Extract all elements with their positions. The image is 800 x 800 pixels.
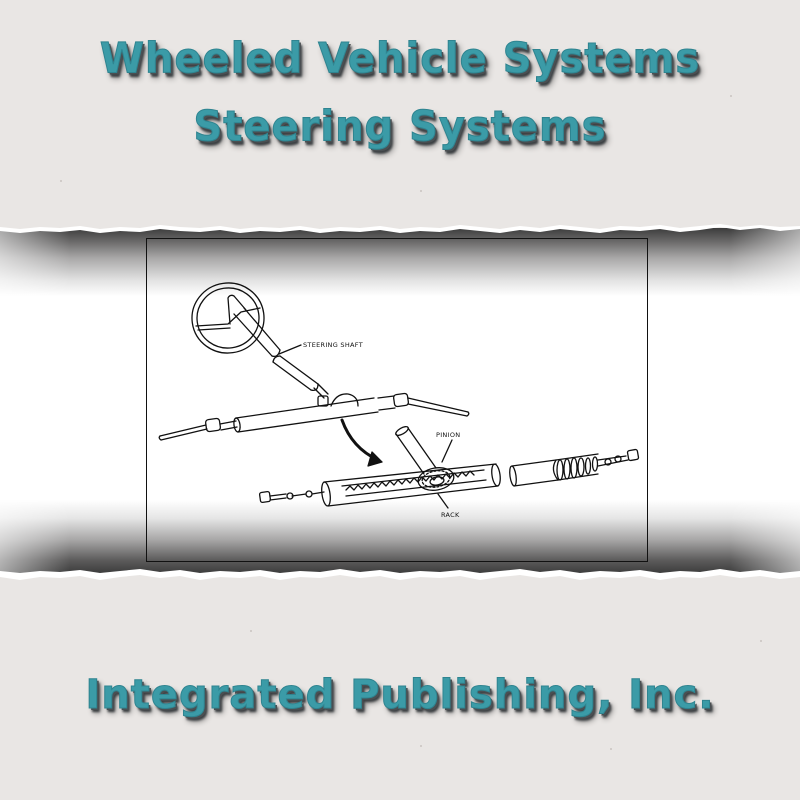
diagram-band	[0, 228, 800, 574]
steering-wheel-icon	[191, 282, 265, 354]
rack-bar	[258, 463, 501, 507]
steering-shaft-lower	[272, 355, 329, 399]
paper-speck	[760, 640, 762, 642]
cover-title-line-1: Wheeled Vehicle Systems	[99, 34, 701, 84]
label-steering-shaft: STEERING SHAFT	[303, 341, 363, 349]
paper-speck	[610, 748, 612, 750]
paper-speck	[420, 190, 422, 192]
pinion-shaft	[395, 425, 437, 475]
paper-speck	[250, 630, 252, 632]
torn-paper-edge-bottom	[0, 569, 800, 584]
paper-speck	[730, 95, 732, 97]
right-tie-rod-end	[597, 448, 640, 467]
detail-arrow-icon	[340, 418, 383, 467]
rack-boot-bellows	[555, 453, 599, 481]
steering-shaft-leader-line	[278, 344, 302, 355]
rack-and-pinion-diagram: STEERING SHAFT PINION RACK	[158, 282, 640, 519]
rack-tube-right	[509, 459, 559, 487]
torn-paper-edge-top	[0, 222, 800, 233]
diagram-frame	[146, 238, 648, 562]
rack-housing-assembly	[158, 392, 470, 441]
cover-title-line-2: Steering Systems	[193, 102, 607, 152]
steering-shaft-upper	[233, 307, 281, 358]
label-pinion: PINION	[436, 431, 460, 439]
paper-speck	[60, 180, 62, 182]
paper-speck	[420, 745, 422, 747]
pinion-leader-line	[441, 439, 453, 463]
rack-leader-line	[437, 493, 449, 509]
publisher-name: Integrated Publishing, Inc.	[85, 672, 715, 719]
label-rack: RACK	[441, 511, 460, 519]
